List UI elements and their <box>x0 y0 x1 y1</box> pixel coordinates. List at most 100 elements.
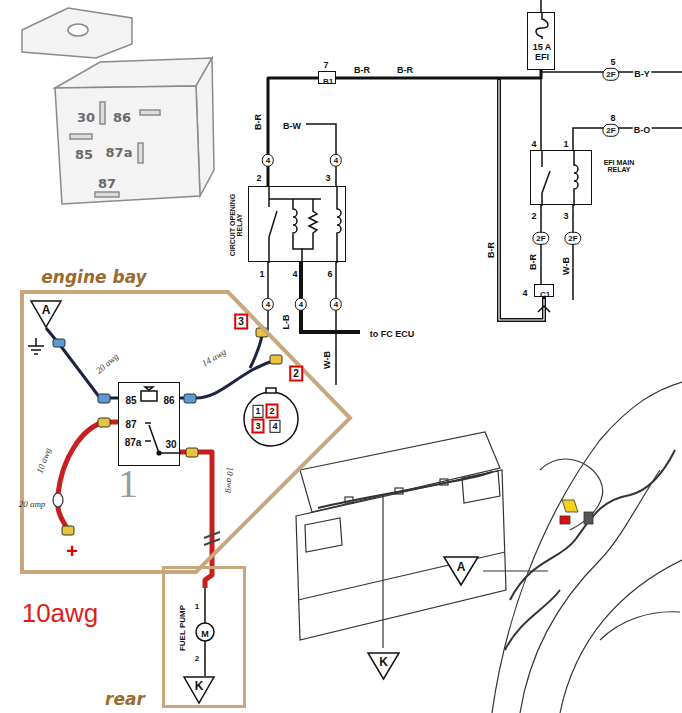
wire-gauge: 20 awg <box>94 351 121 376</box>
contact-wire <box>268 237 270 263</box>
rear-region: rearFUEL PUMPM12K <box>162 566 246 708</box>
wire-color: B-R <box>354 65 370 75</box>
relay-box-shape <box>249 187 345 261</box>
connector-id: 4 <box>330 298 342 311</box>
pin-label: 30 <box>77 110 95 125</box>
car-rear-illustration <box>305 518 342 552</box>
triangle-outline <box>31 301 61 327</box>
pin-label: 85 <box>75 147 93 162</box>
relay-illustration <box>22 8 214 204</box>
pin-number: 4 <box>522 288 527 298</box>
connector-id: 4 <box>262 298 274 311</box>
pin-number: 4 <box>292 269 297 279</box>
connector-id: 2F <box>602 68 619 81</box>
relay-box: CIRCUIT OPENING RELAY <box>248 186 346 262</box>
engine-compartment-illustration <box>492 382 682 713</box>
pin-callout: 3 <box>234 314 248 330</box>
connector-id: 2F <box>532 232 549 245</box>
pin-number: 3 <box>325 173 330 183</box>
pin-number: 5 <box>610 51 615 69</box>
pin-cell: 1 <box>252 405 263 418</box>
pin-label: 87a <box>125 437 142 448</box>
coil-symbol <box>293 199 302 263</box>
car-rear-illustration <box>296 432 506 648</box>
pin-number: 3 <box>325 167 330 185</box>
contact-wire <box>541 193 543 206</box>
wire-connector <box>98 418 110 427</box>
battery-positive: + <box>66 541 78 562</box>
engine-compartment-illustration <box>483 570 548 571</box>
connector-id: C1 <box>540 289 550 298</box>
wire-break-mark <box>204 532 220 545</box>
car-rear-illustration <box>382 496 383 648</box>
fuse-rating: 15 A EFI <box>530 42 554 64</box>
engine-bay-wiring <box>250 336 262 368</box>
component-name: EFI MAIN RELAY <box>596 159 642 173</box>
pin-number: 1 <box>195 602 199 611</box>
region-title: engine bay <box>41 267 146 287</box>
pin-number: 1 <box>195 595 199 613</box>
contact-wire <box>159 452 181 454</box>
switch-blade <box>542 171 550 193</box>
pin-cell: 4 <box>269 415 280 433</box>
wire-color: W-B <box>322 351 332 369</box>
region-outline <box>22 292 350 572</box>
wire-color: W-B <box>316 351 334 369</box>
pin-label: 87a <box>106 145 133 160</box>
pin-label: 85 <box>125 395 136 406</box>
connector-id: 2F <box>602 124 619 137</box>
pin-label: 87 <box>125 419 136 430</box>
pin-number: 6 <box>327 269 332 279</box>
relay-number: 1 <box>118 464 138 504</box>
contact-wire <box>268 187 270 207</box>
pin-cell: 4 <box>269 420 280 433</box>
wire-connector <box>186 448 198 457</box>
pin-number: 3 <box>563 211 568 221</box>
connector-id: 4 <box>295 298 307 311</box>
wire-gauge: 10 awg <box>35 447 53 475</box>
wire-color: B-R <box>397 65 413 75</box>
wire-destination: to FC ECU <box>370 323 415 341</box>
connector-box: C1 <box>534 284 554 297</box>
connector-id: 4 <box>262 154 274 167</box>
coil-symbol <box>337 187 341 263</box>
reference-letter: A <box>457 560 466 574</box>
engine-bay-wiring <box>28 338 44 354</box>
motor-symbol-letter: M <box>201 629 209 639</box>
connector-id: 2F <box>602 119 619 137</box>
pin-cell: 1 <box>252 400 263 418</box>
pin-number: 6 <box>327 263 332 281</box>
wire-gauge: 10 awg <box>223 467 241 493</box>
schematic-wire <box>540 0 542 12</box>
wire-connector <box>184 394 196 403</box>
pin-number: 2 <box>195 647 199 665</box>
connector-pinout: 1234 <box>240 386 302 446</box>
motor-symbol-letter: M <box>201 623 209 641</box>
reference-letter: K <box>379 652 388 670</box>
pin-number: 4 <box>522 282 527 300</box>
pin-cell: 2 <box>265 400 278 419</box>
wire-gauge-note: 10awg <box>22 600 99 626</box>
wire-break-mark <box>204 532 220 545</box>
fuse-rating: 20 amp <box>19 499 46 509</box>
diode-symbol <box>145 387 153 390</box>
wire-color: B-R <box>253 114 263 130</box>
region-title: rear <box>105 689 145 709</box>
relay-illustration <box>100 102 105 124</box>
pin-number: 8 <box>610 107 615 125</box>
engine-bay-wiring <box>58 422 118 494</box>
wire-gauge: 14 awg <box>197 341 229 370</box>
pin-number: 1 <box>259 263 264 281</box>
component-name: FUEL PUMP <box>171 605 189 651</box>
pin-label: 30 <box>165 434 176 452</box>
relay-illustration <box>140 110 160 115</box>
relay-box-shape <box>531 151 591 204</box>
pin-label: 86 <box>163 390 174 408</box>
reference-letter: A <box>457 557 466 575</box>
car-rear-illustration <box>300 432 500 512</box>
engine-compartment-illustration <box>600 612 680 640</box>
wire-color: B-R <box>522 254 540 270</box>
